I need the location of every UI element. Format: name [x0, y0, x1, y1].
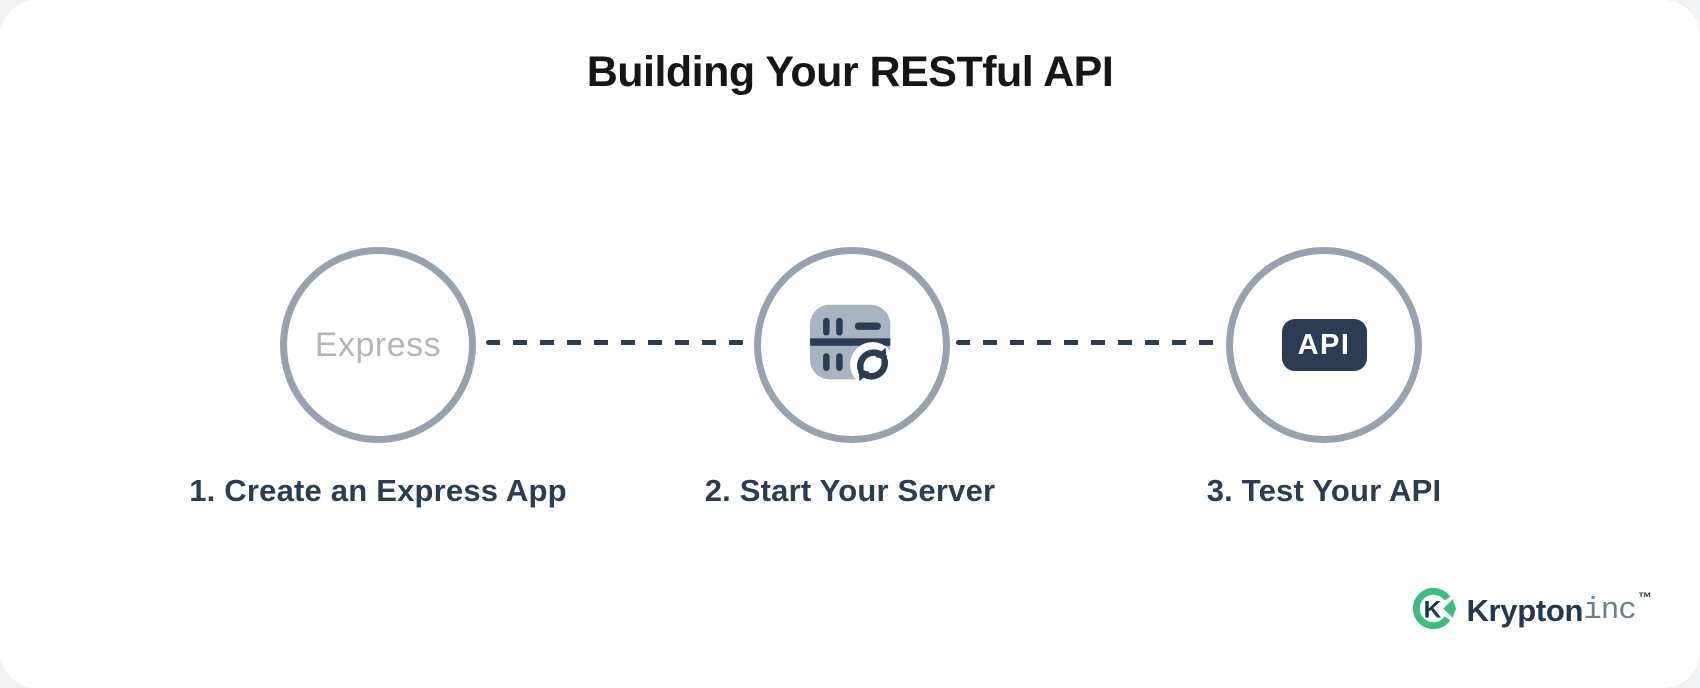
- brand-name-suffix: inc: [1583, 593, 1637, 628]
- express-logo-text: Express: [314, 325, 442, 364]
- step-label-1: 1. Create an Express App: [189, 473, 567, 508]
- svg-text:K: K: [1424, 596, 1442, 623]
- step-circle-api: API: [1226, 247, 1422, 443]
- step-circle-server: [754, 247, 950, 443]
- dashed-connector-2: [956, 340, 1216, 345]
- step-circle-express: Express: [280, 247, 476, 443]
- ck-monogram-icon: K: [1410, 585, 1457, 637]
- page-title: Building Your RESTful API: [586, 48, 1114, 96]
- brand-name-bold: Krypton: [1466, 593, 1584, 628]
- step-label-3: 3. Test Your API: [1206, 473, 1442, 508]
- dashed-connector-1: [486, 340, 744, 345]
- brand-logo: K Krypton inc ™: [1410, 585, 1652, 637]
- step-label-2: 2. Start Your Server: [704, 473, 996, 508]
- server-sync-icon: [807, 301, 897, 390]
- brand-name: Krypton inc ™: [1466, 588, 1652, 634]
- api-badge: API: [1281, 319, 1367, 371]
- trademark-symbol: ™: [1638, 589, 1652, 605]
